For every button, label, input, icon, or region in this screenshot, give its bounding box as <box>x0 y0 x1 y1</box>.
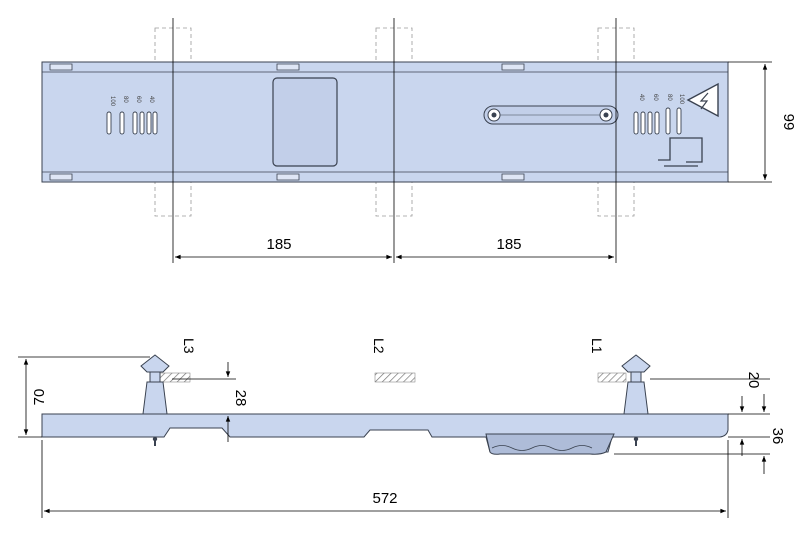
scale-right-0: 100 <box>678 94 684 105</box>
dim-bolt-offset-group: 28 <box>172 362 249 442</box>
dim-total-height: 70 <box>18 356 150 438</box>
scale-right-2: 60 <box>652 94 658 101</box>
post-left <box>140 354 170 446</box>
dim-length: 572 <box>372 490 397 507</box>
label-l1: L1 <box>589 338 605 354</box>
scale-left-2: 60 <box>135 96 141 103</box>
side-view: L3 L2 L1 70 28 20 36 <box>18 338 786 518</box>
top-plate <box>41 61 729 183</box>
dim-height-total: 70 <box>31 389 48 406</box>
dim-spacing-left: 185 <box>266 236 291 253</box>
dim-spacing-right: 185 <box>496 236 521 253</box>
dim-width: 99 <box>780 114 797 131</box>
dim-top-offset: 20 <box>745 372 762 389</box>
side-body <box>41 413 729 453</box>
hatch-l1 <box>597 372 627 383</box>
scale-left-1: 80 <box>122 96 128 103</box>
hatch-l2 <box>374 372 416 383</box>
right-slot-group: 100 80 60 40 <box>633 94 703 167</box>
hatch-l3 <box>159 372 191 383</box>
dim-body-height: 36 <box>769 428 786 445</box>
dim-right-group: 20 36 <box>614 372 786 474</box>
label-l2: L2 <box>371 338 387 354</box>
scale-left-0: 100 <box>109 96 115 107</box>
dim-bolt-offset: 28 <box>232 390 249 407</box>
top-view-spacing-dimension: 185 185 <box>172 18 617 263</box>
top-view-width-dimension: 99 <box>728 61 797 183</box>
scale-left-3: 40 <box>148 96 154 103</box>
high-voltage-warning-icon <box>686 82 719 118</box>
rail-clips <box>49 63 525 181</box>
scale-right-1: 80 <box>666 94 672 101</box>
scale-right-3: 40 <box>638 94 644 101</box>
dim-length-group: 572 <box>41 440 729 518</box>
center-cutout <box>272 77 338 167</box>
post-right <box>621 354 651 446</box>
adjustment-slot <box>483 105 619 125</box>
label-l3: L3 <box>181 338 197 354</box>
top-view: 100 80 60 40 100 80 60 40 <box>41 18 797 263</box>
bottom-tray <box>485 433 615 455</box>
left-slot-group: 100 80 60 40 <box>106 96 158 135</box>
